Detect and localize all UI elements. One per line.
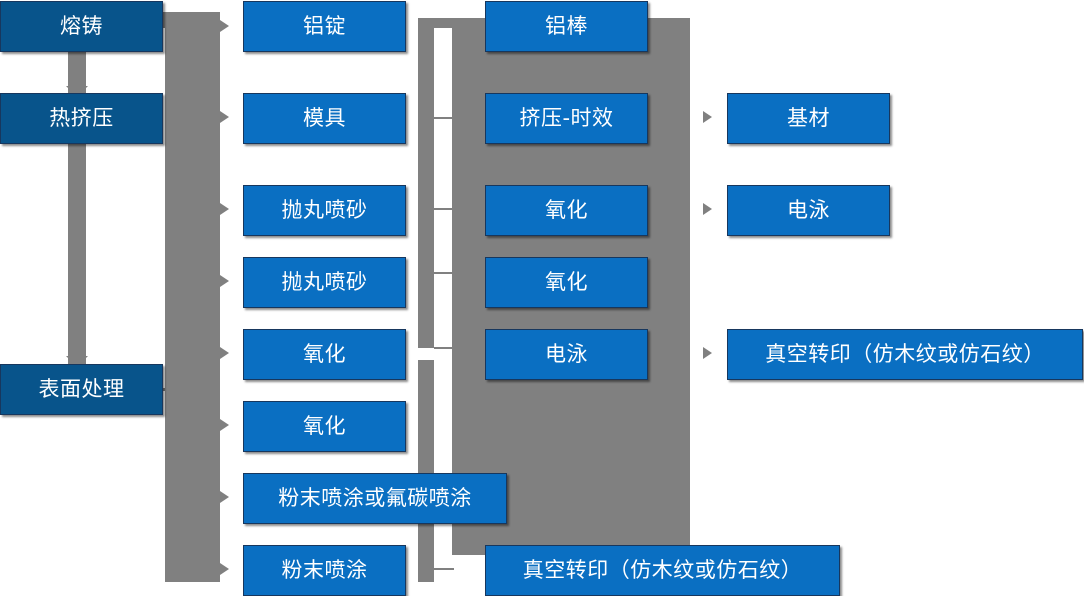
arrow-to-box-col2-1 [220, 20, 229, 32]
arrow-to-box-col2-4 [220, 275, 229, 287]
arrow-to-box-col2-3 [220, 203, 229, 215]
process-box-extrusion-aging-label: 挤压-时效 [519, 105, 614, 130]
process-box-oxidation-3-label: 氧化 [545, 197, 588, 222]
stage-box-melting[interactable]: 熔铸 [0, 1, 163, 52]
output-box-vacuum-transfer-label: 真空转印（仿木纹或仿石纹） [765, 341, 1045, 366]
mid-rung-5 [434, 568, 454, 570]
mid-rung-3 [434, 272, 454, 274]
process-box-powder-or-fluorocarbon-coating[interactable]: 粉末喷涂或氟碳喷涂 [243, 473, 507, 524]
process-box-shot-blasting-1[interactable]: 抛丸喷砂 [243, 185, 406, 236]
process-box-mould[interactable]: 模具 [243, 93, 406, 144]
process-box-oxidation-2-label: 氧化 [303, 413, 346, 438]
stage-box-hot-extrusion[interactable]: 热挤压 [0, 93, 163, 144]
process-box-shot-blasting-2-label: 抛丸喷砂 [281, 269, 368, 294]
process-box-electrophoresis-1[interactable]: 电泳 [485, 329, 648, 380]
output-box-base-material-label: 基材 [787, 105, 830, 130]
output-box-electrophoresis[interactable]: 电泳 [727, 185, 890, 236]
process-box-oxidation-4[interactable]: 氧化 [485, 257, 648, 308]
arrow-to-box-col2-8 [220, 563, 229, 575]
process-box-shot-blasting-1-label: 抛丸喷砂 [281, 197, 368, 222]
arrow-to-output-2 [703, 203, 712, 215]
stage2-to-stage3-band [68, 100, 86, 370]
arrow-to-box-col2-6 [220, 419, 229, 431]
process-box-oxidation-4-label: 氧化 [545, 269, 588, 294]
stage-box-surface-treatment[interactable]: 表面处理 [0, 364, 163, 415]
process-box-oxidation-2[interactable]: 氧化 [243, 401, 406, 452]
process-box-oxidation-3[interactable]: 氧化 [485, 185, 648, 236]
output-box-vacuum-transfer[interactable]: 真空转印（仿木纹或仿石纹） [727, 329, 1083, 380]
mid-band-left-lower [418, 360, 434, 582]
mid-rung-gap-3 [434, 210, 452, 274]
mid-rung-2 [434, 208, 454, 210]
process-box-vacuum-transfer-1[interactable]: 真空转印（仿木纹或仿石纹） [485, 545, 840, 596]
arrow-to-box-col2-5 [220, 347, 229, 359]
process-box-aluminum-ingot[interactable]: 铝锭 [243, 1, 406, 52]
process-box-aluminum-bar-label: 铝棒 [545, 13, 588, 38]
mid-band-left [418, 18, 434, 348]
stage3-stub [160, 388, 220, 391]
arrow-to-box-col2-7 [220, 491, 229, 503]
arrow-to-output-3 [703, 347, 712, 359]
mid-rung-gap-2 [434, 119, 452, 195]
process-box-oxidation-1[interactable]: 氧化 [243, 329, 406, 380]
process-box-vacuum-transfer-1-label: 真空转印（仿木纹或仿石纹） [522, 557, 803, 582]
stage3-arrow [66, 356, 88, 374]
output-box-base-material[interactable]: 基材 [727, 93, 890, 144]
stage-box-melting-label: 熔铸 [60, 13, 103, 38]
mid-rung-gap-4 [434, 289, 452, 347]
process-box-aluminum-bar[interactable]: 铝棒 [485, 1, 648, 52]
process-box-powder-coating[interactable]: 粉末喷涂 [243, 545, 406, 596]
arrow-to-box-col2-2 [220, 111, 229, 123]
mid-rung-1 [434, 117, 454, 119]
process-box-mould-label: 模具 [303, 105, 346, 130]
process-box-powder-or-fluorocarbon-coating-label: 粉末喷涂或氟碳喷涂 [278, 485, 472, 510]
process-box-extrusion-aging[interactable]: 挤压-时效 [485, 93, 648, 144]
process-box-powder-coating-label: 粉末喷涂 [281, 557, 368, 582]
left-trunk-band [165, 12, 220, 582]
mid-rung-gap-1 [434, 28, 452, 104]
stage-box-surface-treatment-label: 表面处理 [38, 376, 125, 401]
mid-rung-bottom [434, 570, 452, 582]
output-box-electrophoresis-label: 电泳 [787, 197, 830, 222]
process-box-electrophoresis-1-label: 电泳 [545, 341, 588, 366]
process-box-aluminum-ingot-label: 铝锭 [303, 13, 346, 38]
stage2-arrow [66, 86, 88, 104]
stage-box-hot-extrusion-label: 热挤压 [49, 105, 114, 130]
process-box-shot-blasting-2[interactable]: 抛丸喷砂 [243, 257, 406, 308]
mid-rung-gap-5 [434, 360, 452, 556]
mid-rung-4 [434, 347, 454, 349]
process-box-oxidation-1-label: 氧化 [303, 341, 346, 366]
arrow-to-output-1 [703, 111, 712, 123]
